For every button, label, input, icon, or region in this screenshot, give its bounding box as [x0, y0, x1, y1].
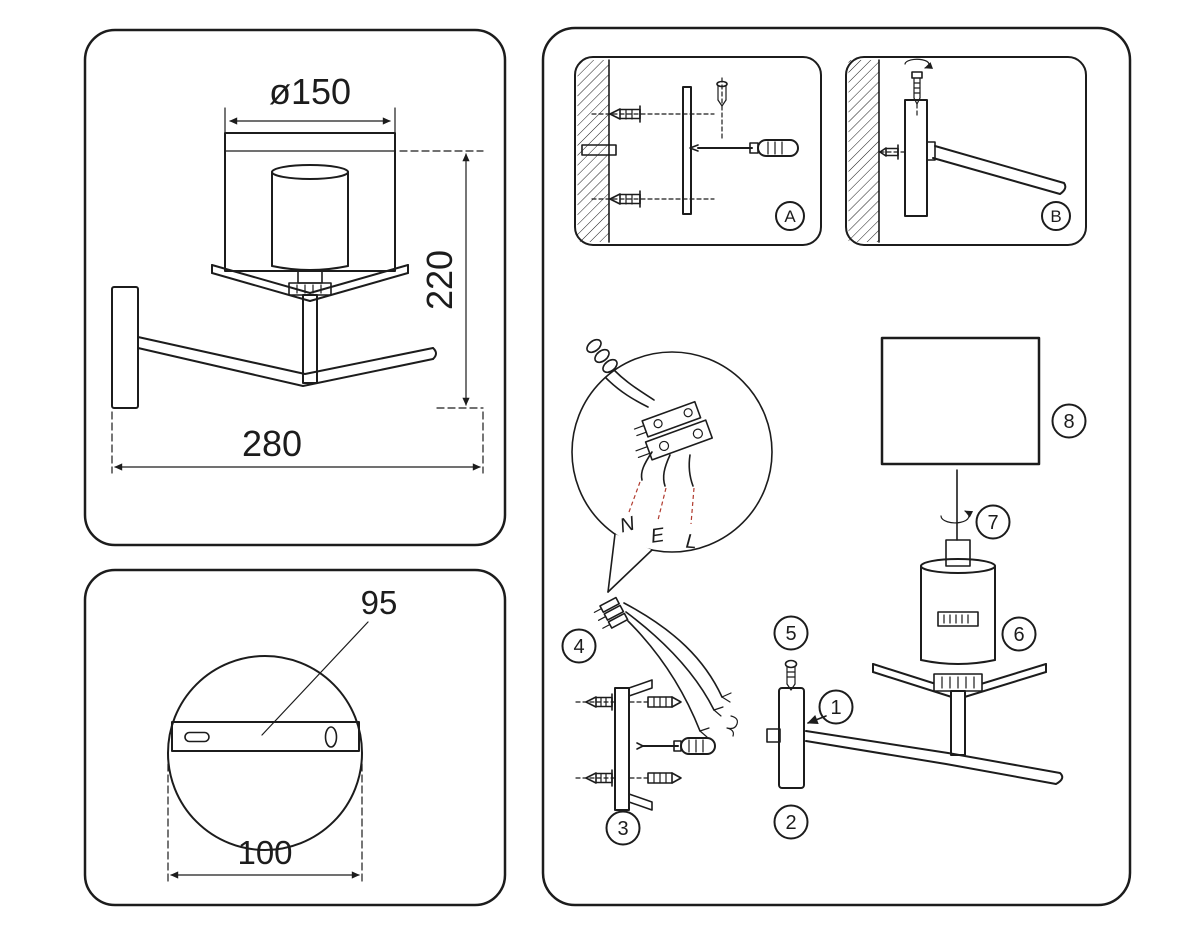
part-8-badge: 8 [1051, 403, 1087, 439]
mounting-slot-left [184, 731, 210, 743]
base-dimension: 100 [167, 752, 363, 883]
plate-dimension-label: 95 [361, 584, 398, 621]
wall-anchor-icon [647, 772, 682, 784]
part-6-label: 6 [1013, 624, 1024, 646]
screw-icon [716, 80, 728, 107]
part-8-label: 8 [1063, 411, 1074, 433]
part-7-badge: 7 [975, 504, 1011, 540]
part-4-badge: 4 [561, 628, 597, 664]
plate-dimension: 95 [261, 584, 398, 736]
panel-border [83, 28, 507, 547]
panel-border [83, 568, 507, 907]
part-5-label: 5 [785, 623, 796, 645]
screw-icon [879, 144, 899, 160]
part-1-badge: 1 [818, 689, 854, 725]
wiring-callout: N E L [571, 338, 773, 593]
base-view-panel: 95 100 [83, 568, 507, 907]
bracket-side-view [581, 144, 617, 156]
wall-bracket [904, 99, 928, 217]
part-5-badge: 5 [773, 615, 809, 651]
screwdriver-icon [689, 139, 799, 157]
lamp-arm [805, 730, 1064, 785]
screw-icon [784, 659, 798, 691]
mounting-plate-edge [682, 86, 692, 215]
mounting-plate-drawing [167, 655, 363, 851]
wire-spring [726, 715, 738, 737]
part-6-badge: 6 [1001, 616, 1037, 652]
height-dimension-label: 220 [419, 250, 460, 310]
diameter-dimension-label: ø150 [269, 71, 351, 112]
wall-plate [111, 286, 139, 409]
wire-label-neutral: N [618, 513, 638, 538]
wall-hatch [848, 60, 879, 242]
screw-icon [609, 105, 641, 123]
terminal-block [633, 400, 714, 461]
panel-border [541, 26, 1132, 907]
part-4-label: 4 [573, 636, 584, 658]
rotate-arrow-icon [904, 58, 934, 69]
part-3-label: 3 [617, 818, 628, 840]
wire-label-earth: E [649, 524, 666, 548]
part-2-badge: 2 [773, 804, 809, 840]
part-5-screw: 5 [773, 615, 809, 691]
rotate-arrow-icon [940, 510, 974, 524]
screw-icon [911, 71, 923, 105]
supply-cable [586, 338, 655, 408]
inset-step-a: A [574, 56, 822, 246]
part-7-rod: 7 [940, 469, 1011, 541]
step-a-label: A [784, 207, 796, 226]
part-1-callout: 1 [807, 689, 854, 725]
screw-icon [585, 693, 613, 711]
part-4-wires: 4 [561, 596, 738, 738]
height-dimension: 220 [399, 150, 484, 409]
depth-dimension-label: 280 [242, 423, 302, 464]
step-b-label: B [1050, 207, 1061, 226]
assembly-panel: A [541, 26, 1132, 907]
label-plate [937, 611, 979, 627]
wall-anchor-icon [647, 696, 682, 708]
part-2-label: 2 [785, 812, 796, 834]
screwdriver-icon [636, 737, 716, 755]
diameter-dimension: ø150 [224, 71, 396, 136]
step-a-badge: A [775, 201, 805, 231]
part-7-label: 7 [987, 512, 998, 534]
lamp-arm [932, 145, 1067, 195]
part-3-badge: 3 [605, 810, 641, 846]
mounting-slot-right [324, 726, 338, 748]
arm-assembly [805, 663, 1064, 785]
wire-label-live: L [685, 531, 698, 554]
inset-step-b: B [845, 56, 1087, 246]
part-6-body: 6 [920, 539, 1037, 665]
part-1-label: 1 [830, 697, 841, 719]
wire-connectors [593, 596, 629, 629]
step-b-badge: B [1041, 201, 1071, 231]
front-view-panel: ø150 [83, 28, 507, 547]
part-3-bracket-kit: 3 [575, 679, 716, 846]
screw-icon [585, 769, 613, 787]
lamp-arm [137, 336, 434, 375]
lamp-front-drawing [111, 132, 437, 409]
screw-icon [609, 190, 641, 208]
part-2-wall-plate: 2 [766, 687, 809, 840]
part-8-shade: 8 [880, 336, 1087, 466]
depth-dimension: 280 [111, 411, 484, 474]
base-dimension-label: 100 [237, 834, 292, 871]
